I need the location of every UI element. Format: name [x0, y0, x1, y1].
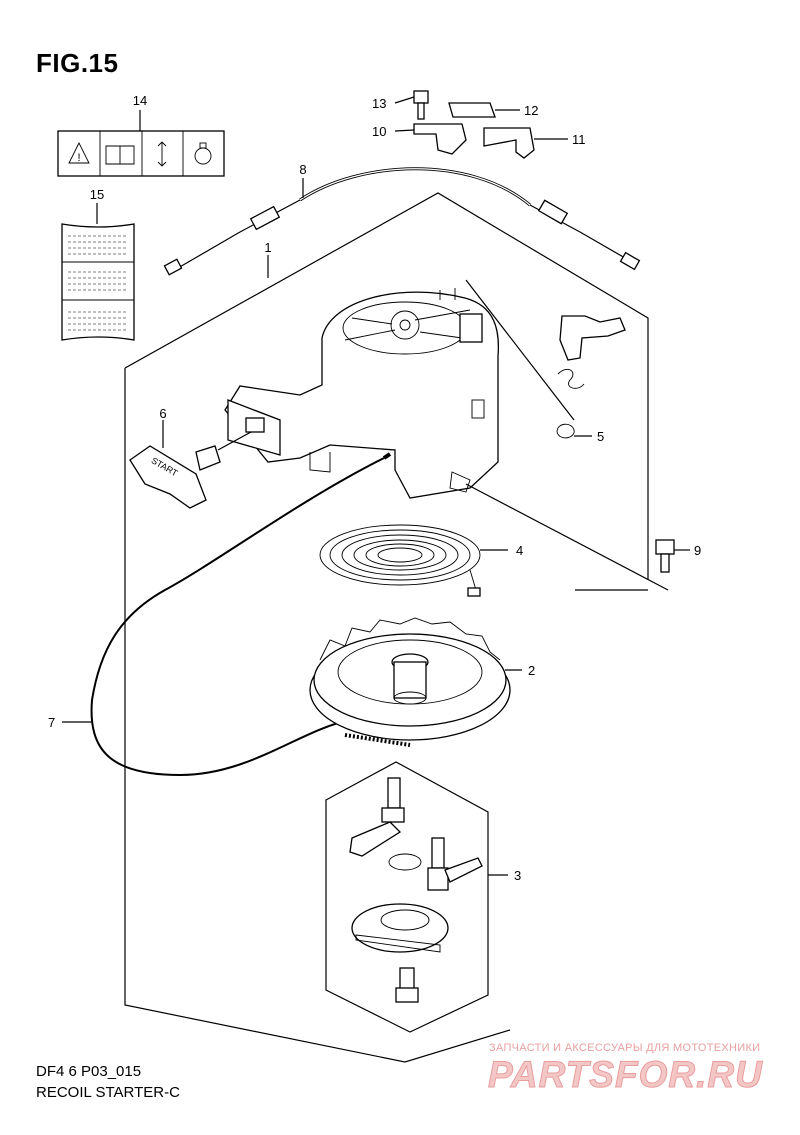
callout-2: 2	[528, 663, 535, 678]
watermark-tagline: ЗАПЧАСТИ И АКСЕССУАРЫ ДЛЯ МОТОТЕХНИКИ	[489, 1042, 761, 1054]
callout-8: 8	[299, 162, 306, 177]
leader-13	[394, 96, 415, 104]
starter-housing-1	[224, 288, 500, 499]
figure-caption: RECOIL STARTER-C	[36, 1084, 180, 1101]
assembly-outline-1	[124, 192, 649, 1063]
figure-code: DF4 6 P03_015	[36, 1063, 142, 1080]
callout-13: 13	[372, 96, 386, 111]
bracket-11	[483, 127, 535, 159]
leader-10	[394, 129, 415, 132]
manual-book-icon	[105, 145, 135, 165]
starter-rope-7	[90, 457, 385, 777]
callout-4: 4	[516, 543, 523, 558]
callout-15: 15	[90, 187, 104, 202]
updown-arrow-icon	[157, 141, 167, 167]
callout-6: 6	[159, 406, 166, 421]
warning-triangle-icon	[68, 141, 90, 164]
throttle-cable-8	[163, 167, 641, 276]
callout-12: 12	[524, 103, 538, 118]
callout-9: 9	[694, 543, 701, 558]
instruction-label-15	[61, 223, 135, 341]
callout-3: 3	[514, 868, 521, 883]
callout-7: 7	[48, 715, 55, 730]
callout-1: 1	[264, 240, 271, 255]
warning-label-14: !	[57, 130, 225, 177]
svg-text:!: !	[77, 152, 80, 164]
plate-12	[448, 102, 496, 118]
rope-reel-2	[309, 617, 511, 747]
callout-10: 10	[372, 124, 386, 139]
starter-handle-6: START	[129, 417, 265, 509]
watermark-logo: PARTSFOR.RU	[488, 1054, 763, 1096]
lever-assembly	[556, 315, 626, 439]
callout-11: 11	[572, 132, 586, 147]
recoil-spring-4	[319, 524, 481, 597]
callout-5: 5	[597, 429, 604, 444]
callout-14: 14	[133, 93, 147, 108]
figure-title: FIG.15	[36, 48, 119, 78]
ratchet-assembly-3	[349, 777, 483, 1003]
subassembly-outline-3	[325, 761, 489, 1033]
bolt-13	[413, 90, 429, 120]
bolt-9	[655, 539, 675, 573]
bracket-10	[413, 123, 467, 155]
